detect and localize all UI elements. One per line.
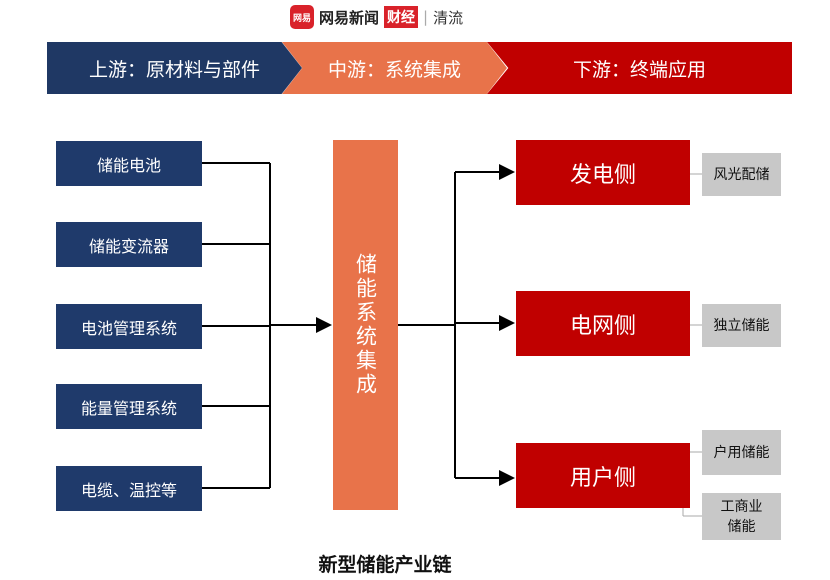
user-side-box: 用户侧 (516, 443, 690, 508)
separator: | (423, 8, 429, 26)
midstream-chevron: 中游：系统集成 (282, 42, 507, 94)
downstream-chevron: 下游：终端应用 (487, 42, 792, 94)
independent-storage-box: 独立储能 (702, 304, 781, 347)
grid-side-box: 电网侧 (516, 291, 690, 356)
netease-icon: 网易 (290, 5, 314, 29)
upstream-item-ems: 能量管理系统 (56, 384, 202, 429)
netease-logo: 网易 网易新闻 财经 | 清流 (290, 4, 463, 30)
channel-name: 清流 (433, 8, 464, 27)
diagram-title: 新型储能产业链 (318, 554, 452, 576)
upstream-connector (202, 162, 271, 489)
upstream-item-battery: 储能电池 (56, 141, 202, 186)
system-integration-box: 储能系统集成 (333, 140, 398, 510)
upstream-item-cable: 电缆、温控等 (56, 466, 202, 511)
finance-badge: 财经 (384, 6, 419, 28)
brand-name: 网易新闻 (319, 8, 380, 27)
upstream-item-pcs: 储能变流器 (56, 222, 202, 267)
center-connector (398, 172, 456, 478)
generation-side-box: 发电侧 (516, 140, 690, 205)
upstream-chevron: 上游：原材料与部件 (47, 42, 302, 94)
upstream-item-bms: 电池管理系统 (56, 304, 202, 349)
home-storage-box: 户用储能 (702, 430, 781, 475)
wind-solar-storage-box: 风光配储 (702, 153, 781, 196)
commercial-storage-box: 工商业储能 (702, 493, 781, 540)
